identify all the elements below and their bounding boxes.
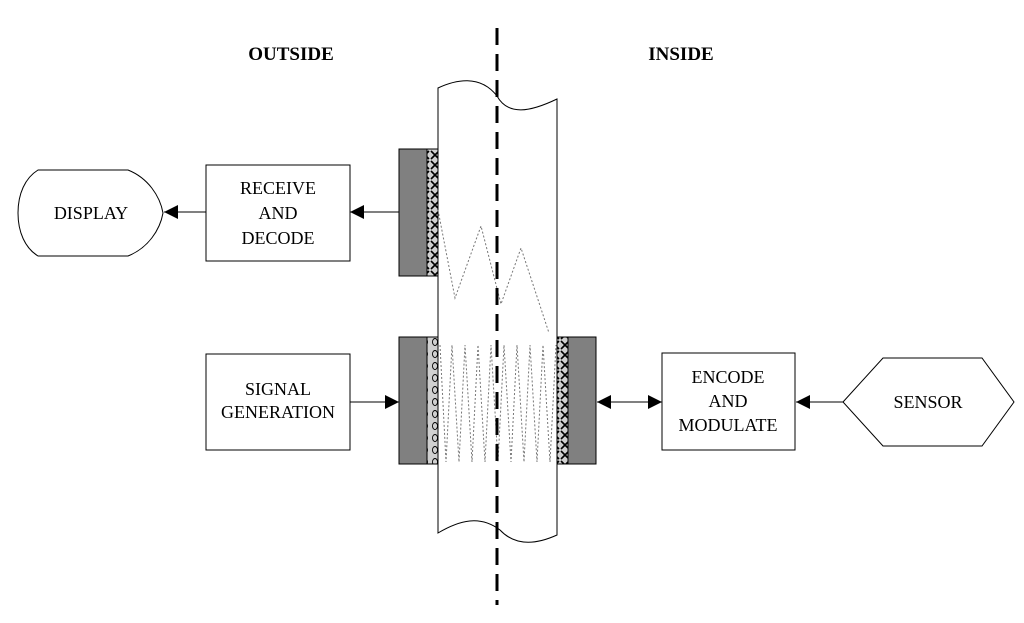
receive-decode-label-1: RECEIVE [240,178,316,198]
receive-transducer [398,148,439,277]
encode-modulate-label-2: AND [709,391,748,411]
excitation-wave [439,344,557,463]
signal-generation-label-1: SIGNAL [245,379,311,399]
sensor-label: SENSOR [893,392,962,412]
return-wave [437,209,550,334]
receive-decode-block: RECEIVE AND DECODE [205,164,351,262]
inside-header: INSIDE [648,44,713,65]
signal-generation-label-2: GENERATION [221,402,335,422]
encode-modulate-label-3: MODULATE [679,415,778,435]
display-label: DISPLAY [54,203,128,223]
encode-modulate-label-1: ENCODE [692,367,765,387]
signal-generation-block: SIGNAL GENERATION [205,353,351,451]
encode-modulate-block: ENCODE AND MODULATE [661,352,796,451]
transmit-transducer-outside [398,336,439,465]
receive-decode-label-3: DECODE [242,228,315,248]
display-block: DISPLAY [17,169,164,257]
sensor-block: SENSOR [842,357,1015,447]
wall-section [437,80,558,543]
transducer-inside [556,336,597,465]
receive-decode-label-2: AND [259,203,298,223]
outside-header: OUTSIDE [248,44,334,65]
